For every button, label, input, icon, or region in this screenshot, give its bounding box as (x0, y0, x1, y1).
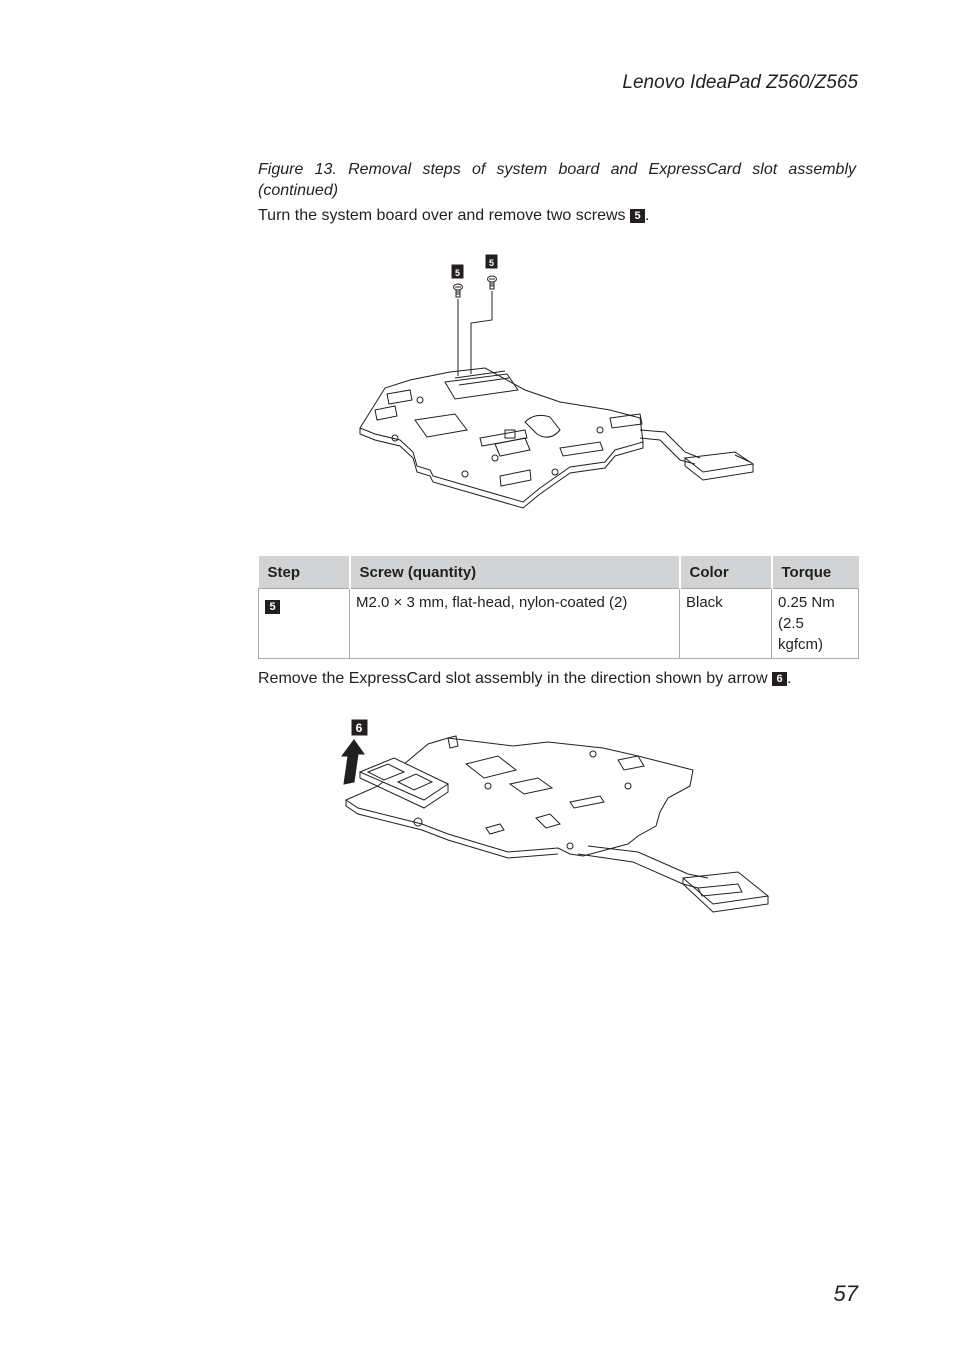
step-badge: 6 (772, 672, 788, 686)
screw-table-header: Step Screw (quantity) Color Torque (258, 556, 859, 589)
step-cell: 5 (258, 588, 350, 659)
screw-icon (487, 275, 497, 290)
instruction-remove-screws: Turn the system board over and remove tw… (258, 206, 649, 226)
torque-nm: 0.25 Nm (778, 594, 835, 611)
column-header-step: Step (258, 556, 350, 589)
callout-label: 5 (455, 268, 460, 278)
instruction-end: . (787, 670, 792, 687)
screw-cell: M2.0 × 3 mm, flat-head, nylon-coated (2) (349, 588, 680, 659)
figure-caption: Figure 13. Removal steps of system board… (258, 161, 856, 199)
screw-table: Step Screw (quantity) Color Torque 5 M2.… (258, 556, 859, 659)
instruction-text: Remove the ExpressCard slot assembly in … (258, 670, 768, 687)
callout-label: 6 (356, 721, 363, 735)
expresscard-removal-illustration: 6 (341, 719, 770, 913)
screw-icon (453, 283, 463, 298)
callout-label: 5 (489, 258, 494, 268)
instruction-end: . (645, 207, 650, 224)
system-board-screws-illustration: 55 (359, 254, 755, 509)
step-badge: 5 (630, 209, 646, 223)
column-header-screw: Screw (quantity) (348, 556, 680, 589)
color-cell: Black (679, 588, 772, 659)
table-row: 5 M2.0 × 3 mm, flat-head, nylon-coated (… (258, 588, 859, 659)
column-header-torque: Torque (770, 556, 859, 589)
torque-cell: 0.25 Nm (2.5 kgfcm) (771, 588, 859, 659)
up-arrow-icon (341, 739, 365, 785)
document-header: Lenovo IdeaPad Z560/Z565 (622, 72, 858, 93)
instruction-text: Turn the system board over and remove tw… (258, 207, 626, 224)
column-header-color: Color (678, 556, 772, 589)
instruction-remove-expresscard: Remove the ExpressCard slot assembly in … (258, 669, 791, 689)
step-badge: 5 (265, 600, 280, 614)
page-number: 57 (833, 1281, 858, 1306)
torque-kgfcm: (2.5 kgfcm) (778, 615, 823, 653)
